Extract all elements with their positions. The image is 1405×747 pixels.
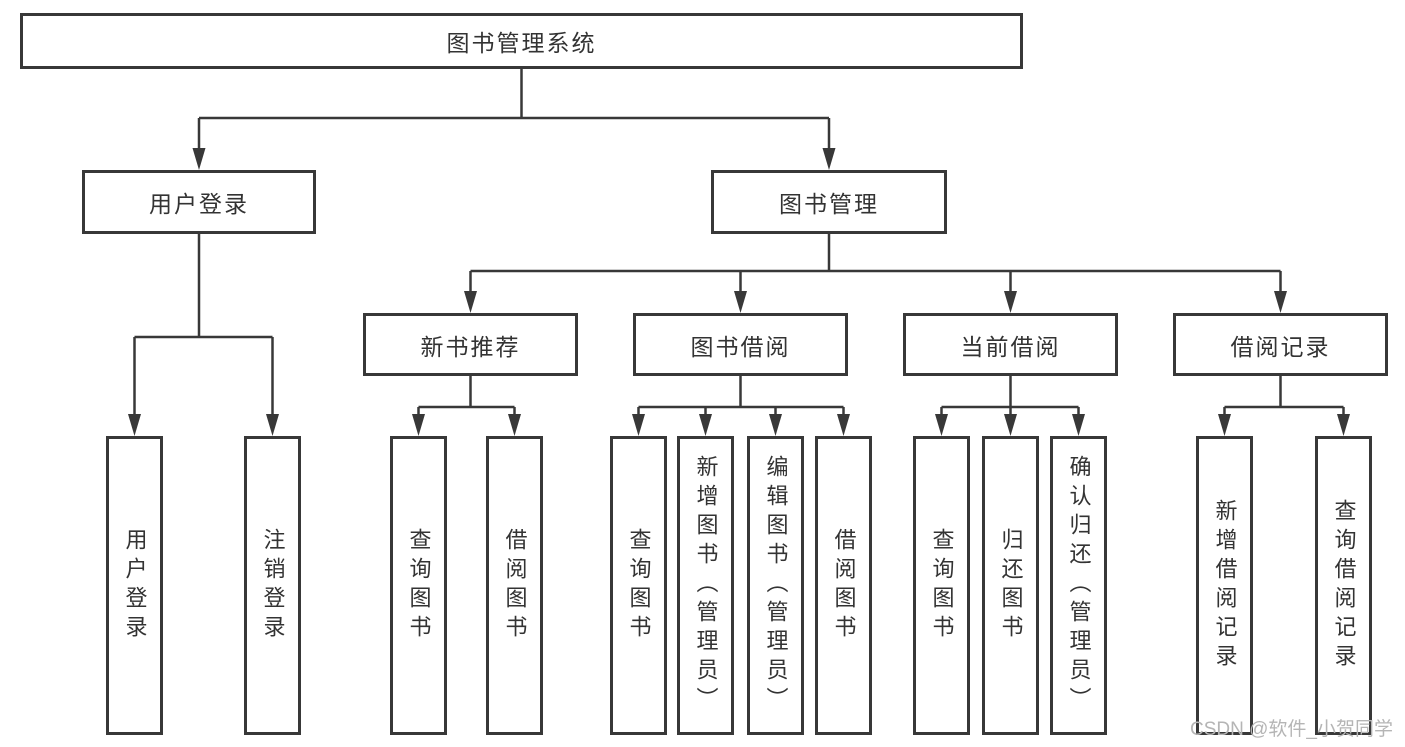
node-user-login: 用户登录 [82,170,316,234]
leaf-add-borrow-record: 新增借阅记录 [1196,436,1253,735]
node-book-borrowing: 图书借阅 [633,313,848,376]
node-borrowing-records: 借阅记录 [1173,313,1388,376]
node-library-system: 图书管理系统 [20,13,1023,69]
leaf-logout: 注销登录 [244,436,301,735]
leaf-borrow-books-recommend: 借阅图书 [486,436,543,735]
leaf-borrow-books: 借阅图书 [815,436,872,735]
tree-edges [133,69,1345,418]
leaf-query-borrow-record: 查询借阅记录 [1315,436,1372,735]
leaf-query-books-recommend: 查询图书 [390,436,447,735]
arrowheads [128,148,1350,436]
leaf-query-books-borrow: 查询图书 [610,436,667,735]
node-new-book-recommend: 新书推荐 [363,313,578,376]
csdn-watermark: CSDN @软件_小贺同学 [1190,719,1393,740]
leaf-user-login: 用户登录 [106,436,163,735]
node-book-management: 图书管理 [711,170,947,234]
leaf-edit-book-admin: 编辑图书（管理员） [747,436,804,735]
leaf-add-book-admin: 新增图书（管理员） [677,436,734,735]
leaf-confirm-return-admin: 确认归还（管理员） [1050,436,1107,735]
node-current-borrowing: 当前借阅 [903,313,1118,376]
leaf-return-book: 归还图书 [982,436,1039,735]
leaf-query-books-current: 查询图书 [913,436,970,735]
